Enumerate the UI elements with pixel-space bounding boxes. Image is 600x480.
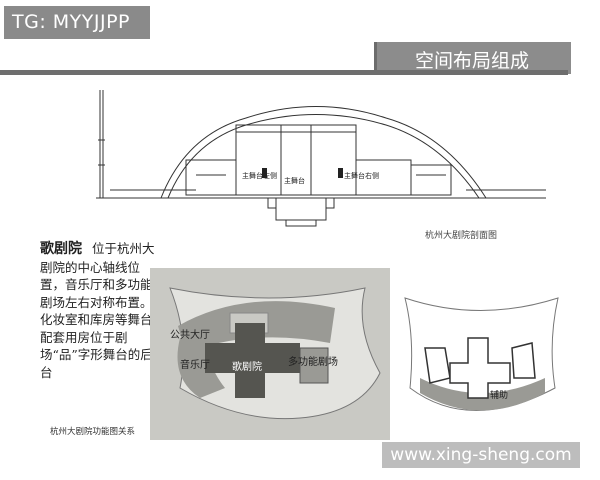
title-divider: [0, 70, 568, 75]
section-label-left: 主舞台左侧: [242, 171, 277, 180]
function-diagram: 公共大厅 音乐厅 歌剧院 多功能剧场 辅助: [150, 268, 568, 440]
section-drawing: 主舞台左侧 主舞台 主舞台右侧: [96, 90, 546, 227]
function-caption: 杭州大剧院功能图关系: [50, 427, 136, 437]
label-multi: 多功能剧场: [288, 355, 338, 368]
section-caption: 杭州大剧院剖面图: [425, 231, 498, 241]
watermark: www.xing-sheng.com: [382, 442, 580, 468]
label-opera: 歌剧院: [232, 360, 262, 373]
label-hall: 公共大厅: [170, 328, 210, 341]
description: 歌剧院位于杭州大剧院的中心轴线位置，音乐厅和多功能剧场左右对称布置。化妆室和库房…: [40, 240, 158, 381]
description-body: 位于杭州大剧院的中心轴线位置，音乐厅和多功能剧场左右对称布置。化妆室和库房等舞台…: [40, 241, 155, 380]
title-bar: 空间布局组成: [374, 42, 571, 74]
channel-tag: TG: MYYJJPP: [4, 6, 150, 39]
section-label-right: 主舞台右侧: [344, 171, 379, 180]
label-music: 音乐厅: [180, 358, 210, 371]
description-heading: 歌剧院: [40, 241, 82, 257]
page-title: 空间布局组成: [414, 50, 529, 72]
section-label-center: 主舞台: [284, 176, 305, 185]
label-aux: 辅助: [490, 389, 508, 401]
